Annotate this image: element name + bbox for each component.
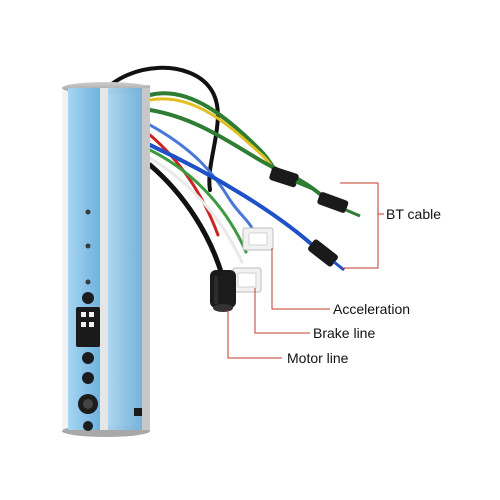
callout-acceleration [271, 248, 330, 310]
wire-green-bt-2 [148, 108, 327, 200]
bt-connector-1 [269, 166, 316, 192]
wire-green-yellow [148, 148, 248, 254]
wire-black-top [98, 65, 220, 192]
round-port-4 [83, 421, 93, 431]
wire-black-motor [147, 162, 225, 278]
wire-white-brake [148, 156, 244, 264]
port-4pin [76, 307, 100, 347]
wire-red [148, 133, 220, 237]
round-port-1 [82, 292, 94, 304]
label-acceleration: Acceleration [333, 301, 411, 317]
wire-bundle [98, 65, 327, 278]
callout-lines [227, 182, 384, 359]
callout-motor-line [227, 310, 282, 359]
blue-tape-left [68, 88, 100, 430]
blue-tape-right [108, 88, 142, 430]
brake-connector [232, 267, 262, 293]
small-slot [134, 408, 142, 416]
label-bt-cable: BT cable [386, 206, 441, 222]
screw-hole-1 [85, 209, 91, 215]
label-motor-line: Motor line [287, 350, 349, 366]
screw-hole-3 [85, 279, 91, 285]
wire-blue-bt-3 [148, 143, 320, 252]
screw-hole-2 [85, 243, 91, 249]
callout-bt-cable [340, 182, 379, 269]
round-port-2 [82, 352, 94, 364]
bt-connector-3 [308, 239, 345, 272]
acceleration-connector [242, 227, 274, 251]
motor-connector [210, 270, 236, 312]
wire-blue-acc [148, 123, 254, 230]
callout-brake-line [254, 288, 310, 334]
controller-housing [62, 82, 150, 437]
bt-connector-2 [317, 192, 361, 218]
round-port-3 [82, 372, 94, 384]
label-brake-line: Brake line [313, 325, 376, 341]
